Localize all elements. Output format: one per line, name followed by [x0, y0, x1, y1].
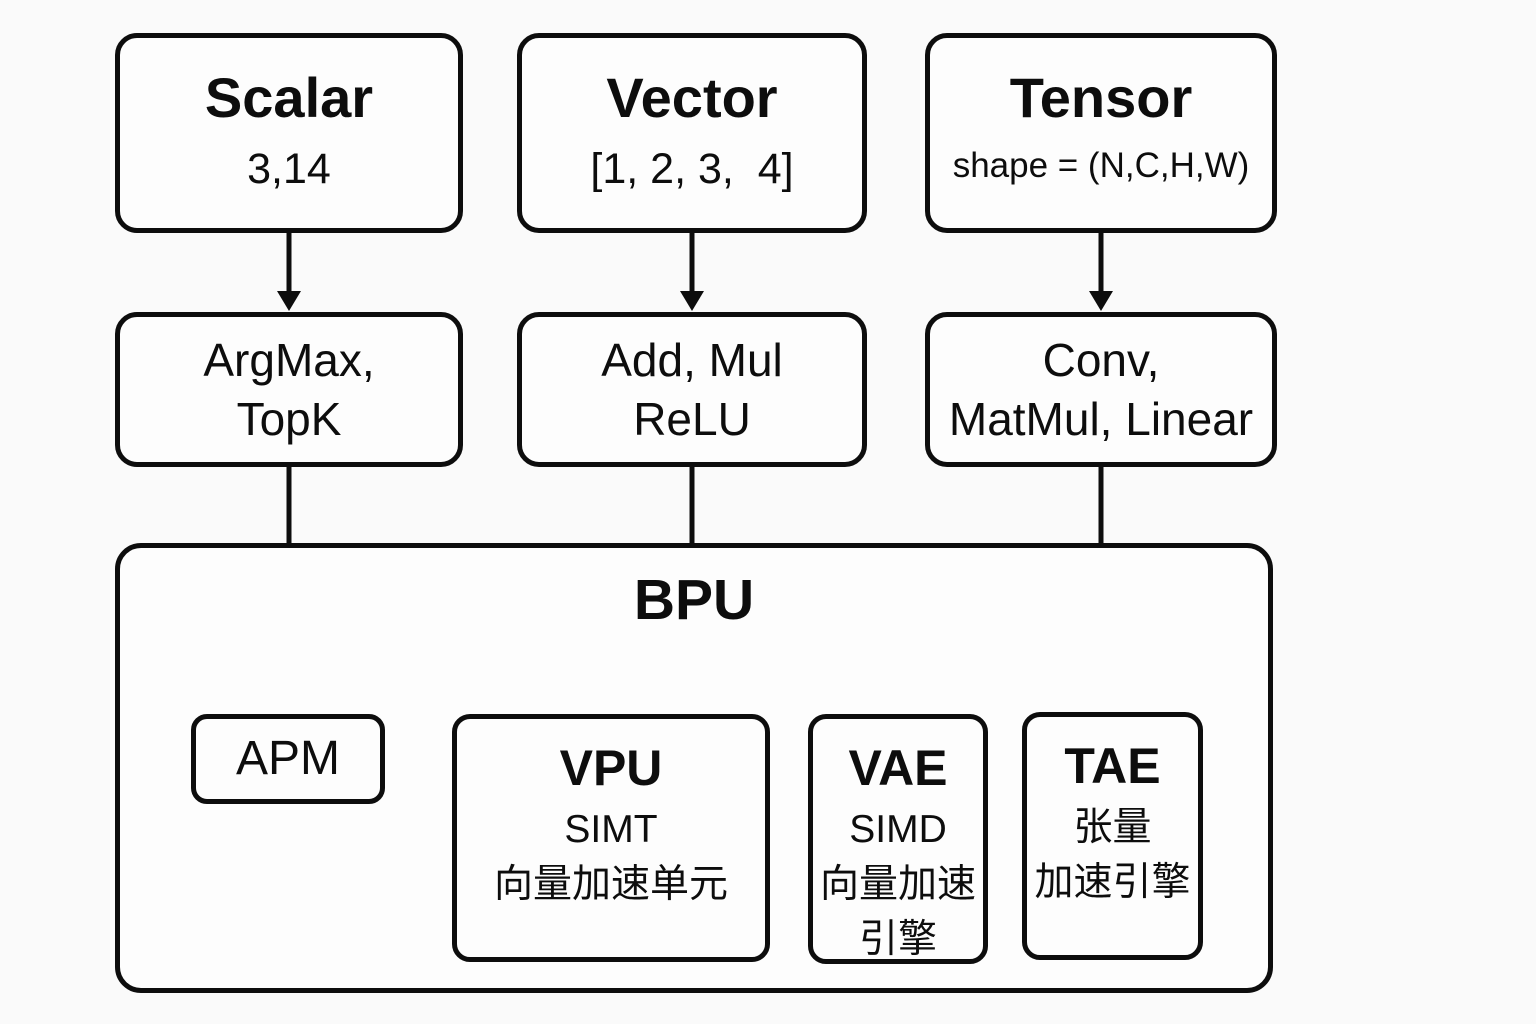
vpu-arch-label: SIMT [564, 808, 658, 851]
scalar-ops-line2: TopK [236, 392, 342, 445]
down-arrow-icon [680, 291, 704, 311]
vae-box: VAE SIMD 向量加速 引擎 [808, 714, 988, 964]
tensor-ops-box: Conv, MatMul, Linear [925, 312, 1277, 467]
vpu-label: VPU [559, 740, 663, 796]
tensor-value: shape = (N,C,H,W) [952, 146, 1250, 185]
tensor-ops-line2: MatMul, Linear [948, 392, 1254, 445]
scalar-value: 3,14 [247, 145, 331, 193]
tae-arch-label: 张量 [1073, 806, 1152, 849]
vector-title: Vector [606, 66, 778, 129]
vae-desc2-label: 引擎 [858, 918, 937, 962]
down-arrow-icon [277, 291, 301, 311]
tae-desc-label: 加速引擎 [1034, 861, 1191, 905]
vpu-box: VPU SIMT 向量加速单元 [452, 714, 770, 962]
apm-box: APM [191, 714, 385, 804]
bpu-label: BPU [633, 568, 755, 632]
vector-box: Vector [1, 2, 3, 4] [517, 33, 867, 233]
tae-box: TAE 张量 加速引擎 [1022, 712, 1203, 960]
vae-arch-label: SIMD [849, 808, 947, 851]
vpu-desc-label: 向量加速单元 [493, 863, 728, 907]
arrow-vector-to-addmul [680, 233, 704, 311]
apm-label: APM [235, 732, 340, 785]
scalar-ops-line1: ArgMax, [203, 333, 375, 386]
down-arrow-icon [1089, 291, 1113, 311]
scalar-ops-box: ArgMax, TopK [115, 312, 463, 467]
vae-label: VAE [848, 740, 948, 796]
arrow-tensor-to-conv [1089, 233, 1113, 311]
arrow-scalar-to-argmax [277, 233, 301, 311]
tensor-box: Tensor shape = (N,C,H,W) [925, 33, 1277, 233]
vector-value: [1, 2, 3, 4] [590, 145, 794, 193]
vector-ops-line1: Add, Mul [601, 333, 783, 386]
vector-ops-box: Add, Mul ReLU [517, 312, 867, 467]
tae-label: TAE [1064, 738, 1161, 794]
scalar-title: Scalar [204, 66, 374, 129]
tensor-ops-line1: Conv, [1042, 333, 1160, 386]
tensor-title: Tensor [1009, 66, 1193, 129]
vae-desc-label: 向量加速 [819, 863, 976, 907]
vector-ops-line2: ReLU [633, 392, 751, 445]
scalar-box: Scalar 3,14 [115, 33, 463, 233]
